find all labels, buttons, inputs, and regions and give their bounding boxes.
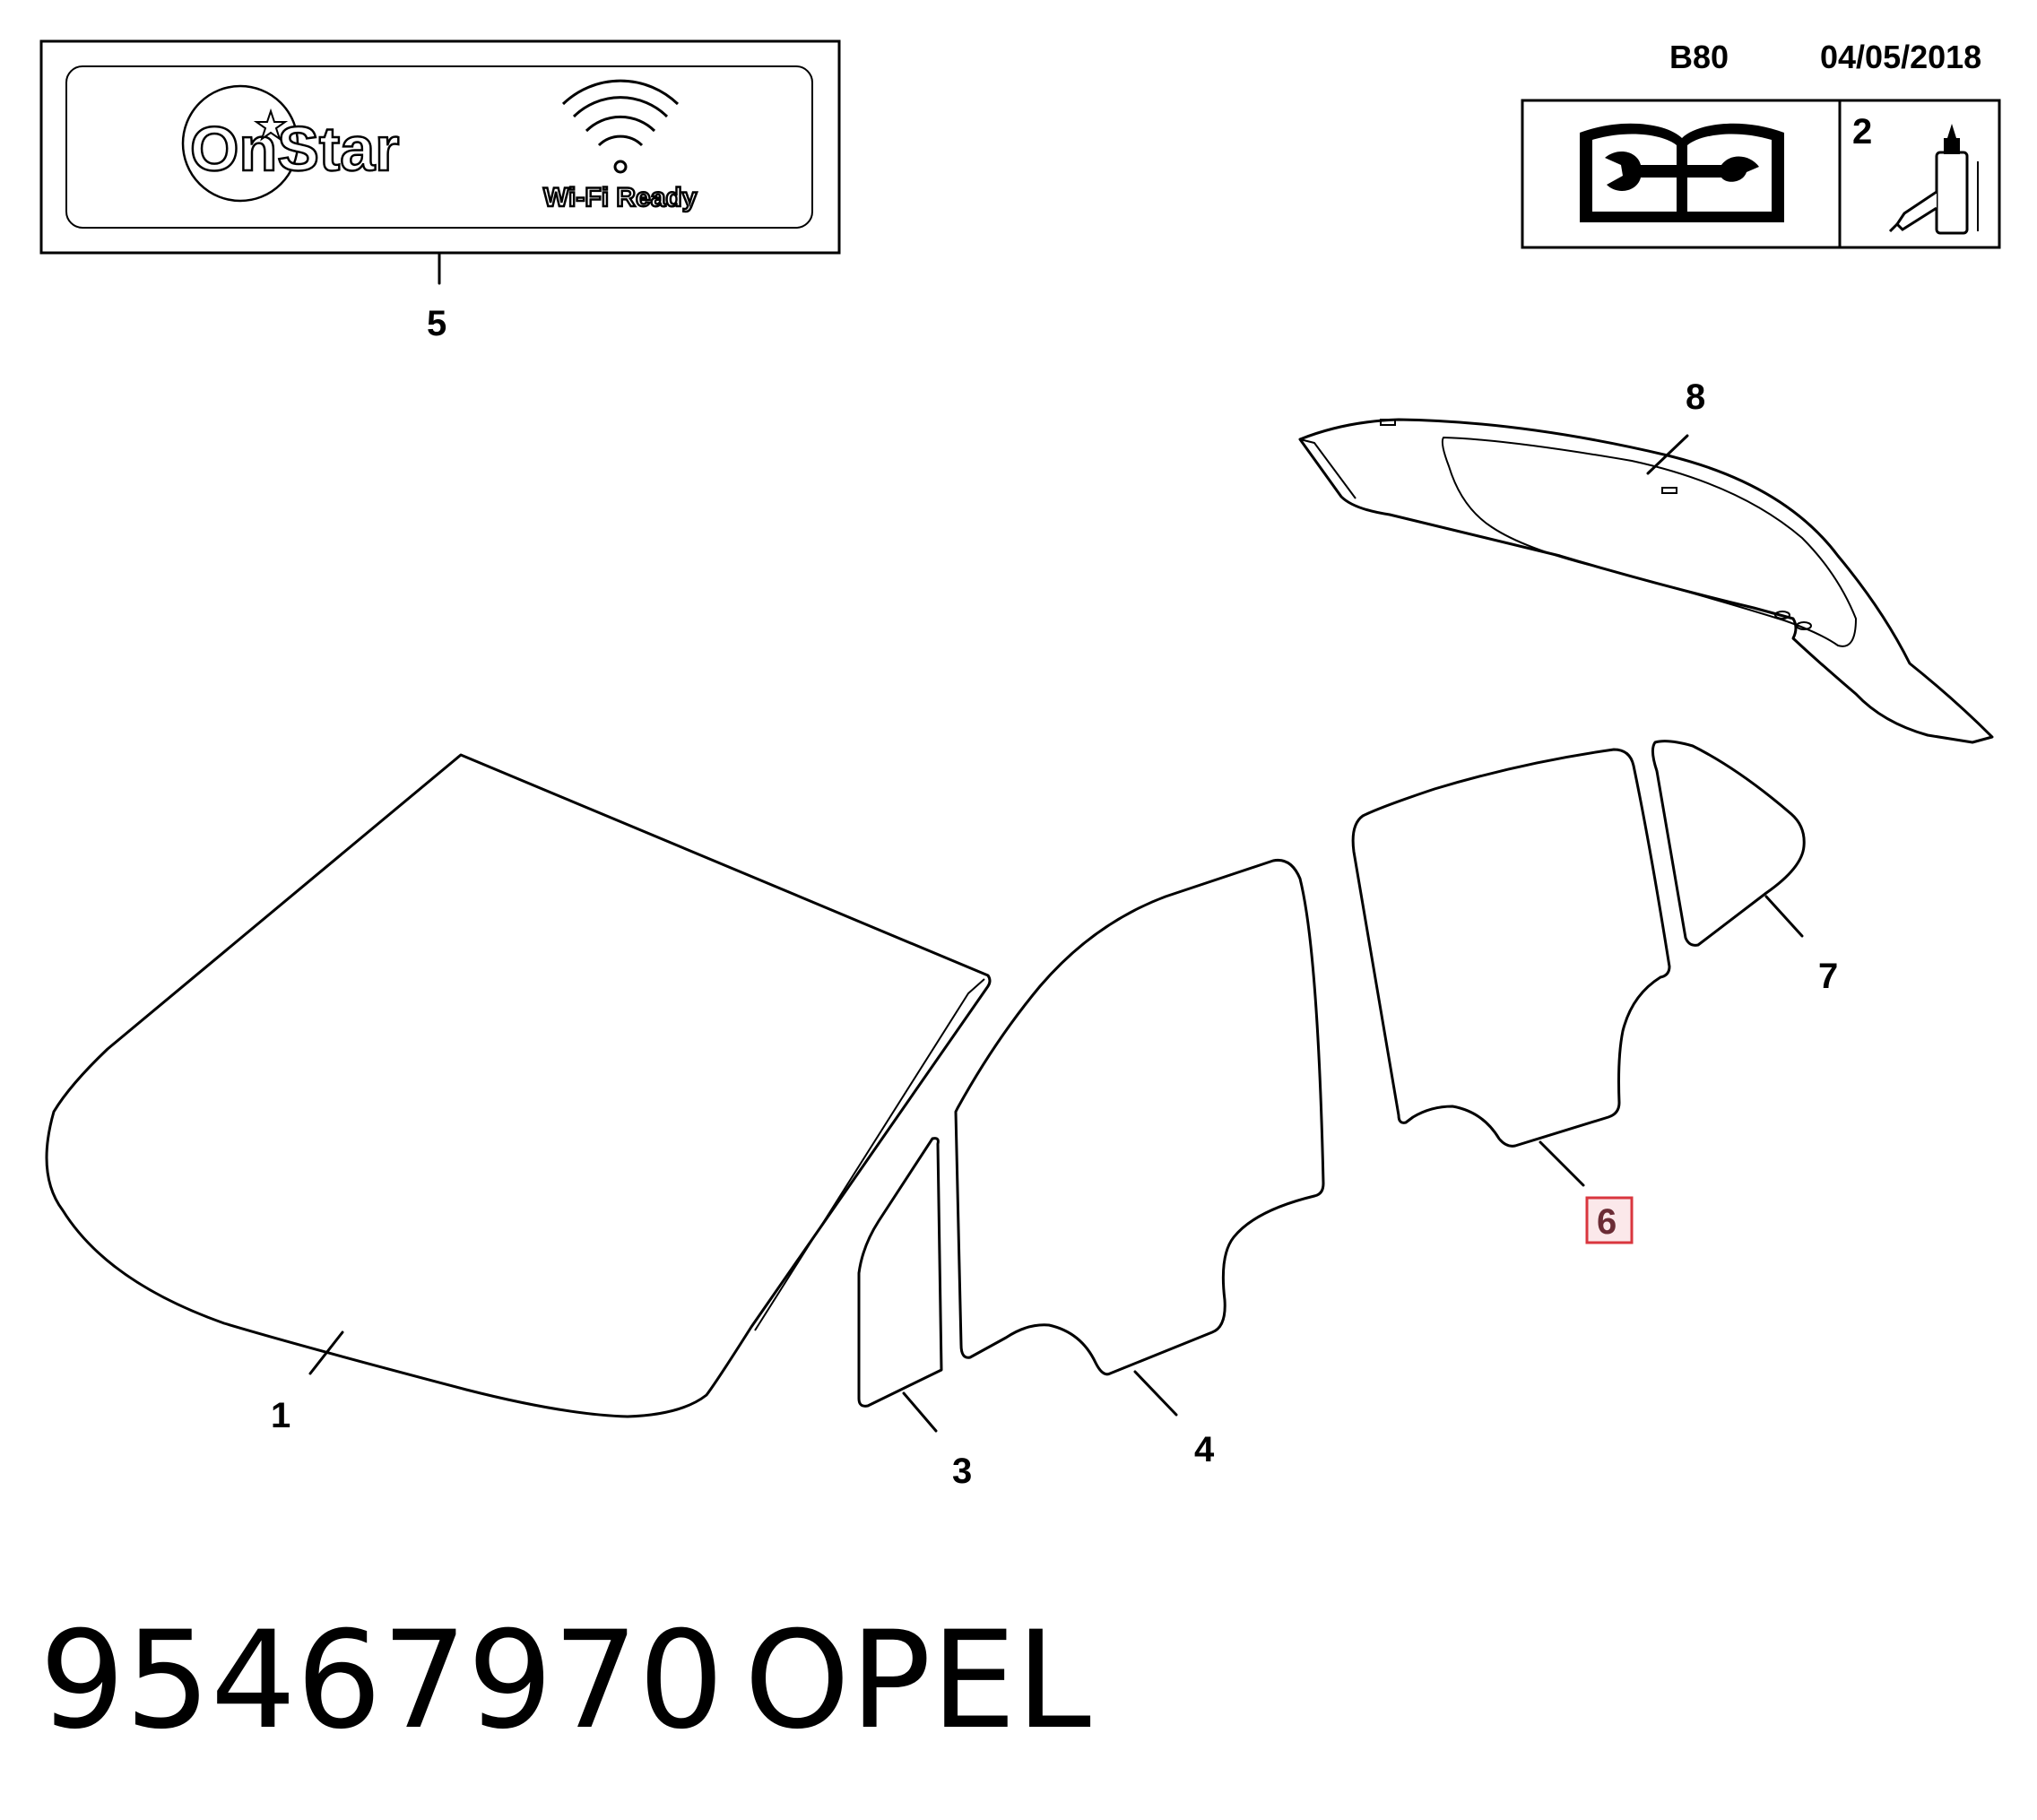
rear-door-glass [1351,748,1671,1148]
leader-6 [1539,1140,1585,1187]
callout-3: 3 [952,1452,972,1491]
callout-6: 6 [1597,1202,1617,1242]
leader-8 [1646,434,1689,475]
callout-7: 7 [1818,957,1838,996]
onstar-logo: OnStar [190,114,399,184]
adhesive-bottle-icon [1888,124,1979,235]
callout-1: 1 [271,1396,290,1435]
wifi-icon [561,79,680,174]
manual-wrench-icon [1580,123,1784,222]
leader-1 [308,1330,344,1375]
part-number: 95467970 [39,1603,724,1759]
diagram-code: B80 [1669,39,1729,75]
rear-quarter-glass [1651,740,1806,947]
wifi-ready-label: Wi-Fi Ready [543,183,698,212]
legend-number: 2 [1852,112,1872,152]
onstar-decal: OnStar Wi-Fi Ready [39,39,841,255]
callout-8: 8 [1686,377,1705,417]
callout-6-highlight[interactable] [1585,1196,1634,1244]
legend-box: 2 [1521,99,2001,249]
rear-window [1298,418,1994,744]
leader-4 [1133,1370,1178,1417]
windshield [45,753,992,1418]
front-quarter-glass [857,1137,943,1408]
callout-5: 5 [427,304,446,343]
leader-3 [902,1391,938,1433]
front-door-glass [954,858,1325,1376]
star-icon [253,108,289,142]
brand-name: OPEL [744,1603,1091,1759]
leader-7 [1764,895,1804,938]
callout-4: 4 [1194,1430,1215,1469]
diagram-date: 04/05/2018 [1820,39,1981,75]
